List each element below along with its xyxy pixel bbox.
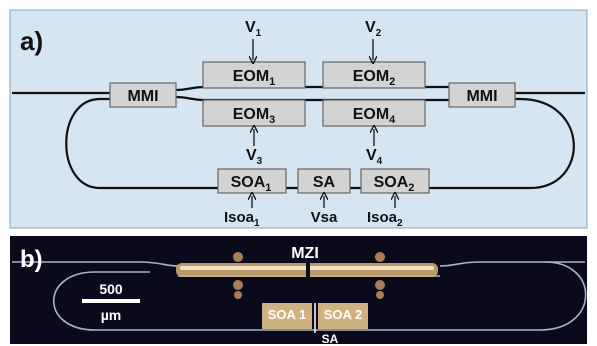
mmi-left-label: MMI [127,88,158,105]
contact-pad-5 [234,291,242,299]
sa-label: SA [313,174,336,191]
photo-output-waveguide [439,261,585,267]
isoa1-label: Isoa1 [224,209,260,229]
mzi-label: MZI [291,245,319,262]
v4-label: V4 [366,147,383,167]
mmi-left-box [109,82,177,108]
v2-label: V2 [365,19,382,39]
contact-pad-6 [376,291,384,299]
soa2-photo-label: SOA 2 [324,307,363,322]
soa1-electrode [262,303,312,329]
soa2-electrode [318,303,368,329]
eom4-box [322,99,426,127]
photo-ring-waveguide [53,261,587,331]
mmi-right-box [448,82,516,108]
scale-unit-label: µm [101,307,122,323]
contact-pad-3 [233,280,243,290]
contact-pad-2 [375,252,385,262]
photo-input-waveguide [12,261,179,267]
eom1-label: EOM1 [233,68,276,88]
soa1-box [217,168,287,194]
v1-label: V1 [245,19,262,39]
eom4-label: EOM4 [353,106,396,126]
contact-pads [233,252,385,299]
v3-label: V3 [246,147,263,167]
mmi-right-label: MMI [466,88,497,105]
panel-a: a) MMI MMI EOM1 EOM2 EOM3 EOM4 SOA1 [9,9,588,229]
control-arrows [252,39,395,208]
eom2-label: EOM2 [353,68,396,88]
scale-value-label: 500 [99,281,123,297]
soa1-photo-label: SOA 1 [268,307,307,322]
contact-pad-1 [233,252,243,262]
panel-b-label: b) [20,246,43,273]
soa2-label: SOA2 [374,174,415,194]
panel-b: b) MZI 500 µm SOA 1 SOA 2 SA [10,236,587,346]
isoa2-label: Isoa2 [367,209,403,229]
vsa-label: Vsa [311,209,338,226]
soa1-label: SOA1 [231,174,272,194]
contact-pad-4 [375,280,385,290]
panel-a-label: a) [20,26,43,56]
eom3-label: EOM3 [233,106,276,126]
eom2-box [322,61,426,89]
sa-photo-label: SA [322,332,339,346]
ring-loop-waveguide [65,97,575,190]
